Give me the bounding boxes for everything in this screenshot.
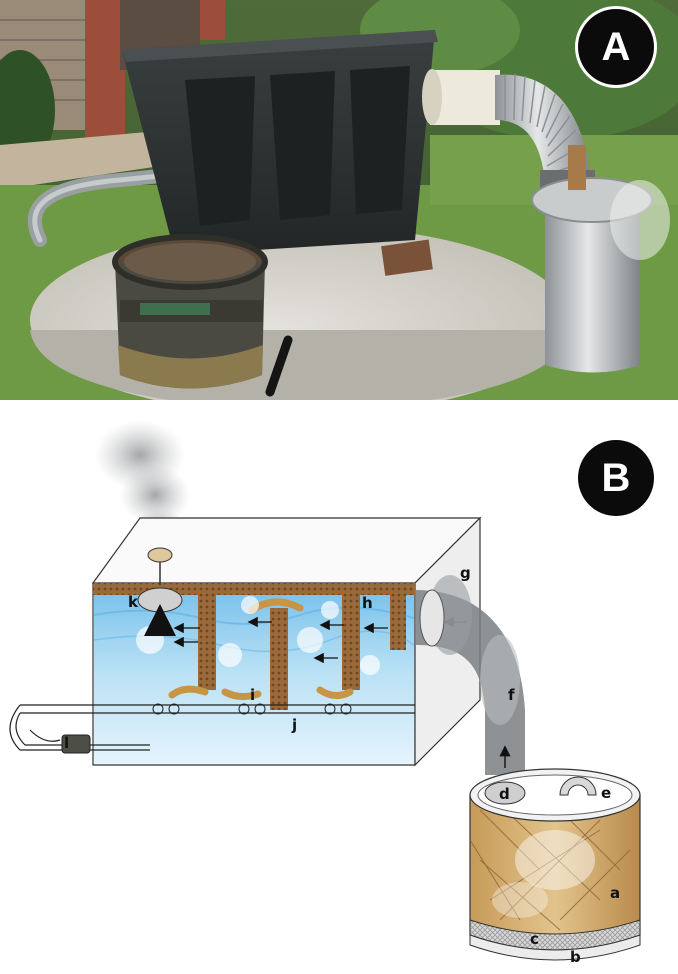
filter-column-3 [342, 590, 360, 690]
label-d: d [499, 785, 510, 803]
marker-pen [265, 335, 293, 397]
shrub-3 [0, 50, 55, 170]
label-f: f [508, 686, 515, 704]
label-h: h [362, 594, 373, 612]
sieve [112, 234, 268, 389]
label-c: c [530, 930, 539, 948]
label-e: e [601, 784, 611, 802]
label-a: a [610, 884, 620, 902]
filter-column-2 [270, 608, 288, 710]
label-b: b [570, 948, 581, 966]
diagram-panel-b: g h k i j l f d e a c b B [0, 400, 678, 974]
smoke [610, 180, 670, 260]
diagram-schematic: g h k i j l f d e a c b [9, 420, 641, 966]
filter-column-4 [390, 590, 406, 650]
label-i: i [250, 686, 255, 704]
wood-block [381, 239, 433, 276]
diffusers [152, 703, 352, 715]
label-g: g [460, 564, 471, 582]
vent-k [137, 547, 183, 636]
air-pump-l [29, 729, 91, 754]
filter-column-1 [198, 590, 216, 690]
brick-pillar [85, 0, 125, 140]
panel-badge-a: A [578, 9, 654, 85]
black-tub [122, 30, 438, 255]
bubbles [136, 596, 380, 675]
photo-panel-a: A [0, 0, 678, 400]
duct-f [415, 575, 525, 775]
burner-canister [469, 768, 641, 961]
label-l: l [64, 734, 69, 752]
label-k: k [128, 593, 139, 611]
panel-badge-b: B [578, 440, 654, 516]
label-j: j [291, 716, 297, 734]
photo-scene [0, 0, 678, 400]
